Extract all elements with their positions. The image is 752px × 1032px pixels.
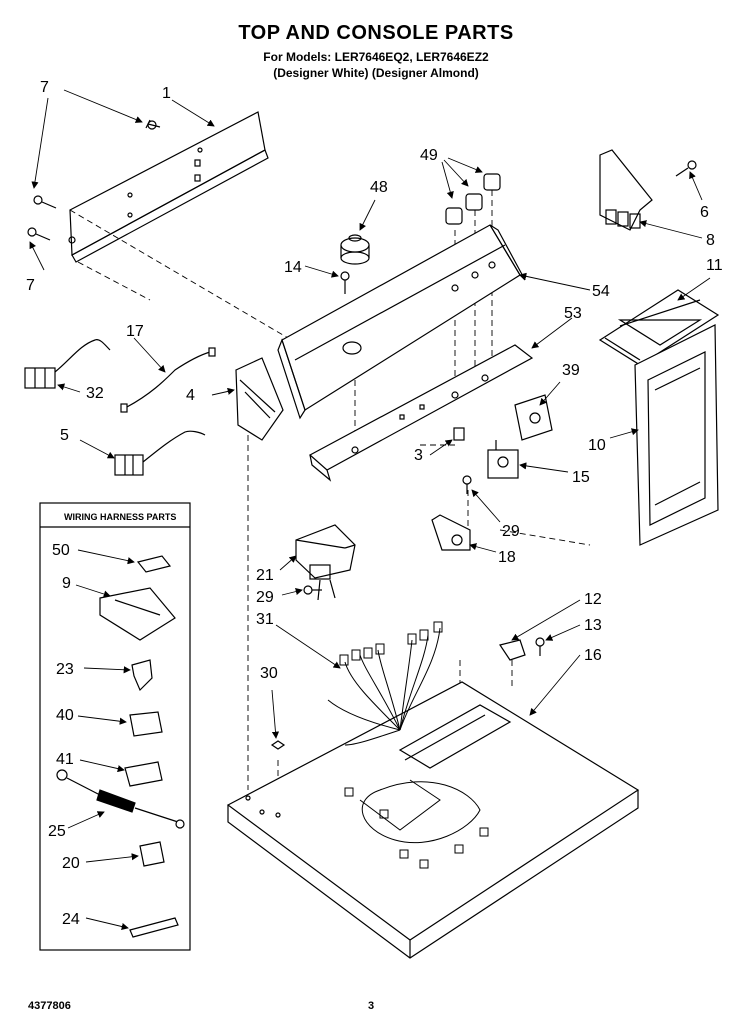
harness-parts-box (39, 502, 191, 951)
callout-8: 8 (706, 232, 715, 249)
callout-10: 10 (588, 437, 606, 454)
callout-25: 25 (48, 823, 66, 840)
console-part (277, 224, 526, 420)
callout-32: 32 (86, 385, 104, 402)
connector-part-40 (129, 711, 163, 737)
callout-14: 14 (284, 259, 302, 276)
callout-20: 20 (62, 855, 80, 872)
callout-29: 29 (256, 589, 274, 606)
callout-24: 24 (62, 911, 80, 928)
end-cap-part (235, 357, 284, 441)
control-bracket-part (308, 344, 534, 482)
screw-part-14 (340, 271, 350, 294)
callout-21: 21 (256, 567, 274, 584)
callout-29: 29 (502, 523, 520, 540)
back-bracket-part (68, 111, 269, 263)
callout-30: 30 (260, 665, 278, 682)
callout-7: 7 (26, 277, 35, 294)
connector-part-20 (139, 841, 165, 867)
wire-harness-part-32 (24, 339, 111, 389)
callout-7: 7 (40, 79, 49, 96)
callout-50: 50 (52, 542, 70, 559)
callout-9: 9 (62, 575, 71, 592)
switch-part-15 (487, 440, 519, 479)
connector-part-50 (136, 555, 172, 573)
wire-part-17 (120, 347, 216, 413)
callout-13: 13 (584, 617, 602, 634)
bracket-part-12 (499, 639, 526, 661)
top-panel-part (226, 681, 640, 959)
callout-5: 5 (60, 427, 69, 444)
callout-17: 17 (126, 323, 144, 340)
control-knobs-part (445, 173, 501, 225)
harness-box-title: WIRING HARNESS PARTS (64, 512, 176, 522)
clip-part-30 (270, 740, 286, 750)
callout-39: 39 (562, 362, 580, 379)
callout-4: 4 (186, 387, 195, 404)
callout-18: 18 (498, 549, 516, 566)
callout-6: 6 (700, 204, 709, 221)
callout-3: 3 (414, 447, 423, 464)
callout-15: 15 (572, 469, 590, 486)
lint-screen-cover-part (598, 289, 720, 366)
screw-part-29-right (462, 475, 472, 494)
callout-48: 48 (370, 179, 388, 196)
switch-part-39 (514, 394, 553, 441)
terminal-part-24 (129, 917, 179, 938)
callout-41: 41 (56, 751, 74, 768)
screw-part-29-left (303, 585, 322, 595)
connector-part-9 (99, 587, 176, 641)
timer-motor-part (295, 524, 356, 601)
screw-part-7-left (33, 195, 57, 209)
callout-53: 53 (564, 305, 582, 322)
wire-harness-part-5 (114, 430, 206, 476)
models-line: For Models: LER7646EQ2, LER7646EZ2 (263, 50, 489, 64)
callout-23: 23 (56, 661, 74, 678)
screw-part-7-top (145, 119, 161, 130)
variants-line: (Designer White) (Designer Almond) (273, 66, 479, 80)
screw-part-13 (535, 637, 545, 656)
callout-49: 49 (420, 147, 438, 164)
callout-40: 40 (56, 707, 74, 724)
wiring-harness-part (327, 621, 489, 869)
page-title: TOP AND CONSOLE PARTS (238, 22, 514, 44)
callout-54: 54 (592, 283, 610, 300)
screw-part-7-low (27, 227, 51, 241)
timer-knob-part (340, 234, 370, 265)
switch-bracket-part (599, 149, 653, 231)
callout-11: 11 (706, 257, 723, 274)
switch-part-18 (431, 514, 471, 551)
callout-12: 12 (584, 591, 602, 608)
part-number: 4377806 (28, 1000, 71, 1012)
page-number: 3 (368, 1000, 375, 1012)
terminal-part-23 (131, 659, 153, 692)
callout-16: 16 (584, 647, 602, 664)
callout-1: 1 (162, 85, 171, 102)
connector-part-41 (124, 761, 163, 787)
lint-housing-part (634, 324, 719, 546)
screw-part-6 (675, 160, 697, 177)
callout-31: 31 (256, 611, 274, 628)
fuse-part-25 (56, 769, 185, 829)
clip-part-3 (453, 427, 465, 441)
